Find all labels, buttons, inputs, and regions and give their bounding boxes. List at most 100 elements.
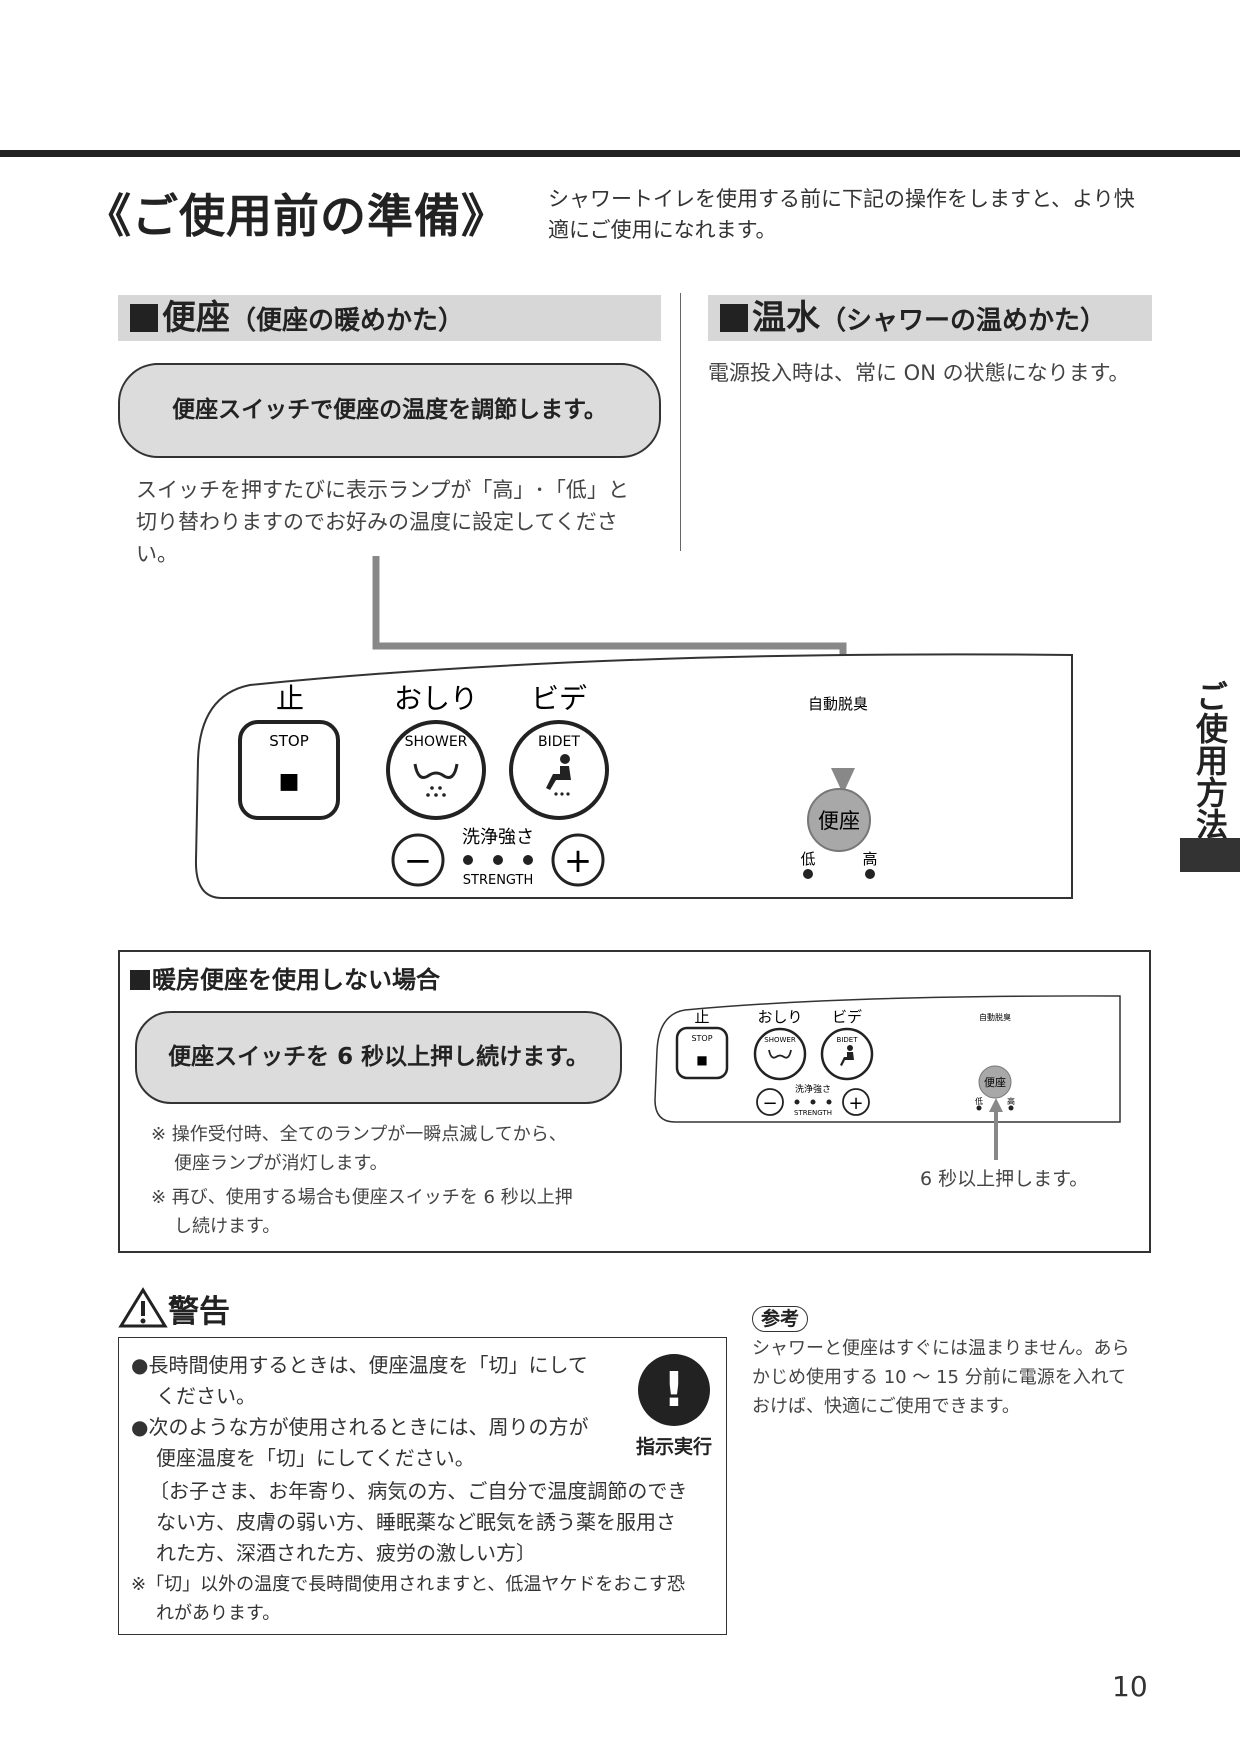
small-low-lamp: [976, 1105, 982, 1111]
small-shower-icon: [768, 1049, 792, 1059]
stop-label: 止: [276, 682, 304, 715]
side-tab-bar: [1180, 838, 1240, 872]
square-bullet-icon: [130, 304, 158, 332]
small-shower-en: SHOWER: [764, 1036, 796, 1044]
column-divider: [680, 293, 681, 551]
warning-bullet1-line2: ください。: [156, 1384, 256, 1408]
small-strength-en: STRENGTH: [794, 1109, 832, 1117]
small-deodorize-label: 自動脱臭: [979, 1012, 1011, 1022]
reference-line3: おけば、快適にご使用できます。: [752, 1396, 1020, 1417]
bidet-en-label: BIDET: [538, 734, 580, 750]
warning-triangle-icon: [118, 1287, 168, 1328]
mandatory-action-label: 指示実行: [635, 1436, 712, 1458]
deodorize-label: 自動脱臭: [808, 695, 868, 713]
small-seat-label: 便座: [984, 1075, 1006, 1089]
seat-body-text: スイッチを押すたびに表示ランプが「高」･「低」と切り替わりますのでお好みの温度に…: [136, 478, 629, 566]
small-stop-square-icon: ■: [696, 1053, 707, 1067]
high-lamp: [865, 869, 875, 879]
seat-temp-button[interactable]: [807, 788, 871, 852]
no-heating-instruction: 便座スイッチを 6 秒以上押し続けます。: [135, 1011, 622, 1104]
side-tab: ご使用方法: [1180, 680, 1240, 840]
no-heating-note2-line1: ※ 再び、使用する場合も便座スイッチを 6 秒以上押: [151, 1187, 573, 1208]
water-heading-label: 温水: [752, 298, 820, 338]
bidet-person-icon: [546, 754, 571, 796]
no-heating-heading-text: 暖房便座を使用しない場合: [152, 966, 440, 994]
warning-bullet2-line1: ●次のような方が使用されるときには、周りの方が: [131, 1415, 589, 1439]
small-strength-label: 洗浄強さ: [795, 1083, 831, 1095]
oshiri-label: おしり: [394, 682, 478, 715]
small-panel-diagram: 止 STOP ■ おしり SHOWER ビデ BIDET − + 洗浄強さ ST…: [654, 995, 1121, 1160]
stop-en-label: STOP: [269, 732, 309, 750]
water-heading-sub: （シャワーの温めかた）: [820, 306, 1107, 336]
small-bidet-label: ビデ: [832, 1008, 862, 1026]
reference-line2: かじめ使用する 10 ～ 15 分前に電源を入れて: [752, 1367, 1127, 1388]
warning-bullet1-line1: ●長時間使用するときは、便座温度を「切」にして: [131, 1353, 588, 1377]
page-number: 10: [1112, 1670, 1148, 1703]
no-heating-note1-line1: ※ 操作受付時、全てのランプが一瞬点滅してから、: [151, 1124, 567, 1145]
small-stop-button[interactable]: [675, 1026, 729, 1080]
small-bidet-en: BIDET: [837, 1036, 859, 1044]
strength-level-dots: [463, 855, 533, 865]
warning-bracket-line2: ない方、皮膚の弱い方、睡眠薬など眠気を誘う薬を服用さ: [156, 1510, 676, 1534]
small-seat-button[interactable]: [978, 1065, 1012, 1099]
mandatory-action-icon: !: [638, 1354, 710, 1426]
top-rule: [0, 150, 1240, 157]
no-heating-box: 暖房便座を使用しない場合 便座スイッチを 6 秒以上押し続けます。 ※ 操作受付…: [118, 950, 1151, 1253]
warning-box: ●長時間使用するときは、便座温度を「切」にして ください。 ●次のような方が使用…: [118, 1337, 727, 1635]
low-label: 低: [800, 850, 815, 868]
warning-note-line1: ※「切」以外の温度で長時間使用されますと、低温ヤケドをおこす恐: [131, 1574, 685, 1595]
seat-section-heading: 便座（便座の暖めかた）: [118, 295, 661, 341]
reference-line1: シャワーと便座はすぐには温まりません。あら: [752, 1338, 1130, 1359]
intro-text: シャワートイレを使用する前に下記の操作をしますと、より快適にご使用になれます。: [548, 187, 1135, 242]
plus-icon: +: [564, 841, 593, 881]
stop-square-icon: ■: [279, 769, 300, 794]
arrow-head-icon: [831, 768, 855, 794]
shower-button[interactable]: [386, 720, 486, 820]
small-stop-label: 止: [694, 1008, 709, 1026]
small-strength-dots: [794, 1099, 832, 1105]
small-minus-button[interactable]: [756, 1088, 784, 1116]
spray-dots-icon: [426, 786, 446, 797]
page-title: 《ご使用前の準備》: [85, 189, 508, 243]
reference-label: 参考: [752, 1306, 809, 1332]
strength-en-label: STRENGTH: [463, 873, 534, 888]
warning-bracket-line1: 〔お子さま、お年寄り、病気の方、ご自分で温度調節のでき: [149, 1479, 688, 1503]
small-arrow-head-icon: [989, 1098, 1003, 1112]
side-tab-label: ご使用方法: [1191, 680, 1229, 840]
shower-icon: [413, 763, 459, 779]
stop-button[interactable]: [238, 720, 340, 820]
water-section-heading: 温水（シャワーの温めかた）: [708, 295, 1152, 341]
small-shower-button[interactable]: [753, 1027, 807, 1081]
control-panel-diagram: 止 STOP ■ おしり SHOWER ビデ BIDET − + 洗浄強さ ST…: [194, 556, 1073, 899]
strength-minus-button[interactable]: [391, 833, 445, 887]
warning-bullet2-line2: 便座温度を「切」にしてください。: [156, 1446, 475, 1470]
warning-note-line2: れがあります。: [156, 1603, 281, 1624]
no-heating-note1-line2: 便座ランプが消灯します。: [174, 1153, 388, 1174]
small-oshiri-label: おしり: [757, 1008, 802, 1026]
high-label: 高: [862, 850, 877, 868]
no-heating-note2-line2: し続けます。: [174, 1216, 281, 1237]
seat-button-label: 便座: [818, 809, 860, 833]
minus-icon: −: [404, 841, 433, 881]
small-minus-icon: −: [762, 1093, 777, 1114]
warning-heading: 警告: [168, 1294, 230, 1330]
warning-bracket-line3: れた方、深酒された方、疲労の激しい方〕: [156, 1541, 536, 1565]
shower-en-label: SHOWER: [405, 734, 468, 750]
seat-heading-label: 便座: [162, 298, 230, 338]
square-bullet-icon: [130, 970, 150, 990]
press-callout: 6 秒以上押します。: [920, 1168, 1089, 1190]
small-bidet-person-icon: [840, 1045, 854, 1066]
square-bullet-icon: [720, 304, 748, 332]
bidet-button[interactable]: [509, 720, 609, 820]
no-heating-heading: 暖房便座を使用しない場合: [130, 960, 440, 995]
low-lamp: [803, 869, 813, 879]
strength-label: 洗浄強さ: [462, 827, 534, 848]
small-high-lamp: [1008, 1105, 1014, 1111]
small-plus-button[interactable]: [842, 1088, 870, 1116]
small-stop-en: STOP: [691, 1034, 712, 1043]
water-body-text: 電源投入時は、常に ON の状態になります。: [708, 361, 1130, 385]
strength-plus-button[interactable]: [551, 833, 605, 887]
small-plus-icon: +: [848, 1093, 863, 1114]
small-high-label: 高: [1007, 1096, 1015, 1106]
bidet-label: ビデ: [531, 682, 587, 715]
